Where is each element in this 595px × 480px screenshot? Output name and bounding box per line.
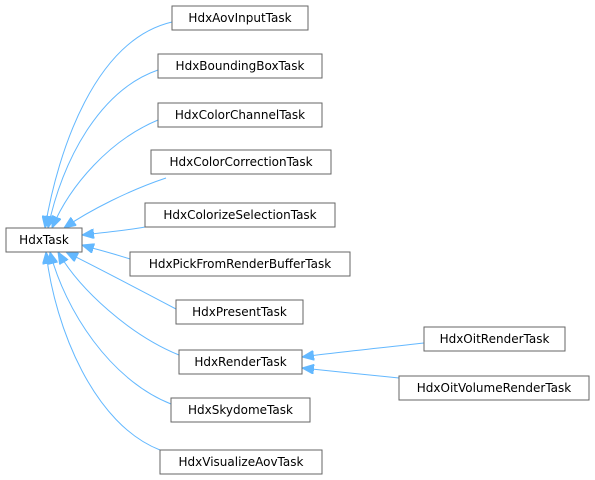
edge-oitrender-to-render bbox=[302, 342, 425, 357]
edge-render-to-hdxtask bbox=[58, 252, 180, 356]
edge-colorchannel-to-hdxtask bbox=[52, 119, 159, 228]
node-pickfromrenderbuffer[interactable]: HdxPickFromRenderBufferTask bbox=[129, 251, 351, 277]
node-label-colorcorrection: HdxColorCorrectionTask bbox=[169, 155, 312, 169]
node-colorchannel[interactable]: HdxColorChannelTask bbox=[157, 102, 323, 128]
node-label-aovinput: HdxAovInputTask bbox=[188, 11, 291, 25]
edge-pickfromrenderbuffer-to-hdxtask bbox=[82, 245, 131, 260]
edge-present-to-hdxtask bbox=[66, 252, 177, 310]
node-oitrender[interactable]: HdxOitRenderTask bbox=[423, 326, 566, 352]
edge-boundingbox-to-hdxtask bbox=[48, 69, 159, 228]
nodes-layer: HdxTask HdxAovInputTaskHdxBoundingBoxTask… bbox=[5, 5, 590, 475]
node-box-colorchannel bbox=[157, 102, 323, 128]
node-box-pickfromrenderbuffer bbox=[129, 251, 351, 277]
node-box-hdxtask bbox=[5, 227, 83, 253]
node-box-oitrender bbox=[423, 326, 566, 352]
node-label-present: HdxPresentTask bbox=[192, 305, 287, 319]
node-label-oitvolumerender: HdxOitVolumeRenderTask bbox=[417, 381, 572, 395]
node-aovinput[interactable]: HdxAovInputTask bbox=[171, 5, 309, 31]
node-skydome[interactable]: HdxSkydomeTask bbox=[170, 397, 311, 423]
edge-visualizeaov-to-hdxtask bbox=[46, 252, 161, 451]
node-box-render bbox=[178, 349, 303, 375]
node-label-colorizeselection: HdxColorizeSelectionTask bbox=[163, 208, 316, 222]
node-colorcorrection[interactable]: HdxColorCorrectionTask bbox=[150, 149, 332, 175]
node-box-skydome bbox=[170, 397, 311, 423]
node-hdxtask[interactable]: HdxTask bbox=[5, 227, 83, 253]
node-label-skydome: HdxSkydomeTask bbox=[188, 403, 293, 417]
node-box-oitvolumerender bbox=[398, 375, 590, 401]
node-box-present bbox=[175, 299, 304, 325]
node-box-visualizeaov bbox=[159, 449, 323, 475]
edges-layer bbox=[45, 21, 425, 451]
node-present[interactable]: HdxPresentTask bbox=[175, 299, 304, 325]
node-label-hdxtask: HdxTask bbox=[19, 233, 69, 247]
node-label-pickfromrenderbuffer: HdxPickFromRenderBufferTask bbox=[149, 257, 331, 271]
edge-skydome-to-hdxtask bbox=[50, 252, 172, 405]
edge-colorizeselection-to-hdxtask bbox=[82, 226, 146, 235]
node-box-colorizeselection bbox=[144, 202, 336, 228]
node-label-oitrender: HdxOitRenderTask bbox=[440, 332, 550, 346]
edge-colorcorrection-to-hdxtask bbox=[64, 177, 167, 228]
node-render[interactable]: HdxRenderTask bbox=[178, 349, 303, 375]
node-box-aovinput bbox=[171, 5, 309, 31]
node-visualizeaov[interactable]: HdxVisualizeAovTask bbox=[159, 449, 323, 475]
node-oitvolumerender[interactable]: HdxOitVolumeRenderTask bbox=[398, 375, 590, 401]
node-colorizeselection[interactable]: HdxColorizeSelectionTask bbox=[144, 202, 336, 228]
node-label-render: HdxRenderTask bbox=[194, 355, 286, 369]
node-box-boundingbox bbox=[157, 53, 323, 79]
node-label-colorchannel: HdxColorChannelTask bbox=[175, 108, 305, 122]
edge-oitvolumerender-to-render bbox=[302, 368, 400, 379]
node-box-colorcorrection bbox=[150, 149, 332, 175]
node-label-visualizeaov: HdxVisualizeAovTask bbox=[179, 455, 304, 469]
node-boundingbox[interactable]: HdxBoundingBoxTask bbox=[157, 53, 323, 79]
node-label-boundingbox: HdxBoundingBoxTask bbox=[176, 59, 305, 73]
edge-aovinput-to-hdxtask bbox=[45, 21, 173, 228]
